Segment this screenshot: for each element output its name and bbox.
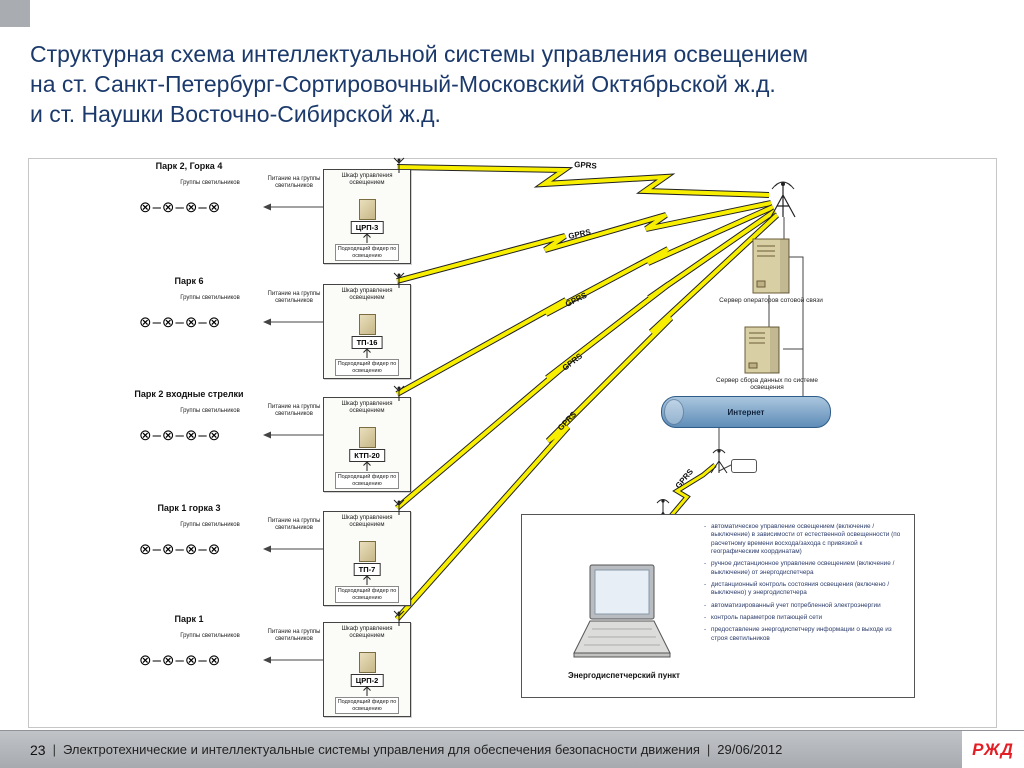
park-group: Парк 2, Горка 4 Группы светильников ⊗–⊗–… [29, 157, 429, 271]
rzd-logo-text: РЖД [972, 739, 1014, 759]
lamp-group-label: Группы светильников [180, 522, 240, 528]
lamp-group-label: Группы светильников [180, 295, 240, 301]
list-item: автоматическое управление освещением (вк… [704, 523, 904, 556]
antenna-icon [393, 610, 405, 626]
lamp-row: ⊗–⊗–⊗–⊗ [139, 314, 222, 331]
lamp-row: ⊗–⊗–⊗–⊗ [139, 199, 222, 216]
base-station-antenna-icon [770, 181, 796, 218]
system-diagram: GPRS GPRS GPRS GPRS GPRS GPRS Парк 2, Го… [28, 157, 997, 728]
up-arrow-icon [363, 686, 371, 696]
feeder-label: Подходящий фидер по освещению [335, 697, 399, 714]
lighting-control-cabinet: Шкаф управления освещением КТП-20 Подход… [323, 385, 411, 492]
park-group: Парк 2 входные стрелки Группы светильник… [29, 385, 429, 499]
cabinet-title: Шкаф управления освещением [341, 288, 393, 301]
slide-title: Структурная схема интеллектуальной систе… [30, 40, 995, 130]
title-line: на ст. Санкт-Петербург-Сортировочный-Мос… [30, 70, 776, 97]
server-icon-data-collection [744, 326, 780, 374]
list-item: ручное дистанционное управление освещени… [704, 560, 904, 577]
lighting-control-cabinet: Шкаф управления освещением ТП-7 Подходящ… [323, 499, 411, 606]
list-item: автоматизированный учет потребленной эле… [704, 602, 904, 611]
laptop-icon [573, 564, 671, 658]
feed-label: Питание на группы светильников [267, 518, 321, 531]
up-arrow-icon [363, 461, 371, 471]
title-line: и ст. Наушки Восточно-Сибирской ж.д. [30, 100, 441, 127]
connector-lines [263, 203, 804, 664]
cabinet-title: Шкаф управления освещением [341, 401, 393, 414]
slide-footer: 23 | Электротехнические и интеллектуальн… [0, 730, 1024, 768]
modem-icon [731, 459, 757, 473]
cabinet-title: Шкаф управления освещением [341, 626, 393, 639]
park-title: Парк 1 [174, 614, 204, 624]
parks-layer: Парк 2, Горка 4 Группы светильников ⊗–⊗–… [29, 157, 996, 727]
feeder-label: Подходящий фидер по освещению [335, 472, 399, 489]
lamp-group-label: Группы светильников [180, 180, 240, 186]
park-group: Парк 1 Группы светильников ⊗–⊗–⊗–⊗ Питан… [29, 610, 429, 724]
lighting-control-cabinet: Шкаф управления освещением ЦРП-3 Подходя… [323, 157, 411, 264]
feed-label: Питание на группы светильников [267, 404, 321, 417]
gprs-lightning-bolts [394, 164, 780, 621]
park-group: Парк 6 Группы светильников ⊗–⊗–⊗–⊗ Питан… [29, 272, 429, 386]
controller-module-icon [359, 199, 376, 220]
feeder-label: Подходящий фидер по освещению [335, 586, 399, 603]
lamp-row: ⊗–⊗–⊗–⊗ [139, 427, 222, 444]
list-item: контроль параметров питающей сети [704, 614, 904, 623]
lighting-control-cabinet: Шкаф управления освещением ЦРП-2 Подходя… [323, 610, 411, 717]
cylinder-cap [664, 399, 684, 425]
server-label-data-collection: Сервер сбора данных по системе освещения [716, 377, 818, 392]
footer-text: Электротехнические и интеллектуальные си… [62, 742, 700, 757]
lamp-row: ⊗–⊗–⊗–⊗ [139, 652, 222, 669]
internet-cloud: Интернет [661, 396, 831, 428]
park-title: Парк 6 [174, 276, 204, 286]
park-title: Парк 2 входные стрелки [134, 389, 244, 399]
antenna-icon [393, 272, 405, 288]
corner-decoration [0, 0, 30, 27]
internet-label: Интернет [727, 407, 765, 417]
lamp-group-label: Группы светильников [180, 408, 240, 414]
feed-label: Питание на группы светильников [267, 291, 321, 304]
controller-module-icon [359, 427, 376, 448]
feeder-label: Подходящий фидер по освещению [335, 244, 399, 261]
cabinet-title: Шкаф управления освещением [341, 173, 393, 186]
antenna-icon [393, 385, 405, 401]
park-title: Парк 2, Горка 4 [155, 161, 223, 171]
feed-label: Питание на группы светильников [267, 176, 321, 189]
dispatcher-station-box: Энергодиспетчерский пункт автоматическое… [521, 514, 915, 698]
cabinet-title: Шкаф управления освещением [341, 515, 393, 528]
diagram-wires: GPRS GPRS GPRS GPRS GPRS GPRS [263, 160, 804, 664]
rzd-logo: РЖД [962, 731, 1024, 768]
controller-module-icon [359, 541, 376, 562]
park-title: Парк 1 горка 3 [157, 503, 221, 513]
up-arrow-icon [363, 348, 371, 358]
antenna-icon [393, 157, 405, 173]
gprs-antenna-icon [710, 449, 728, 474]
footer-date: 29/06/2012 [717, 742, 783, 757]
footer-separator: | [52, 742, 56, 757]
server-label-cell-operator: Сервер операторов сотовой связи [719, 297, 823, 304]
page-number: 23 [30, 741, 46, 758]
gprs-label: GPRS [574, 160, 598, 171]
controller-module-icon [359, 652, 376, 673]
list-item: дистанционный контроль состояния освещен… [704, 581, 904, 598]
lamp-group-label: Группы светильников [180, 633, 240, 639]
feed-label: Питание на группы светильников [267, 629, 321, 642]
dispatcher-functions-list: автоматическое управление освещением (вк… [704, 523, 904, 647]
feeder-label: Подходящий фидер по освещению [335, 359, 399, 376]
server-icon-cell-operator [752, 238, 790, 294]
antenna-icon [393, 499, 405, 515]
lamp-row: ⊗–⊗–⊗–⊗ [139, 541, 222, 558]
up-arrow-icon [363, 575, 371, 585]
controller-module-icon [359, 314, 376, 335]
park-group: Парк 1 горка 3 Группы светильников ⊗–⊗–⊗… [29, 499, 429, 613]
dispatcher-title: Энергодиспетчерский пункт [568, 671, 680, 680]
title-line: Структурная схема интеллектуальной систе… [30, 41, 809, 67]
list-item: предоставление энергодиспетчеру информац… [704, 626, 904, 643]
lighting-control-cabinet: Шкаф управления освещением ТП-16 Подходя… [323, 272, 411, 379]
footer-separator: | [706, 742, 711, 757]
up-arrow-icon [363, 233, 371, 243]
